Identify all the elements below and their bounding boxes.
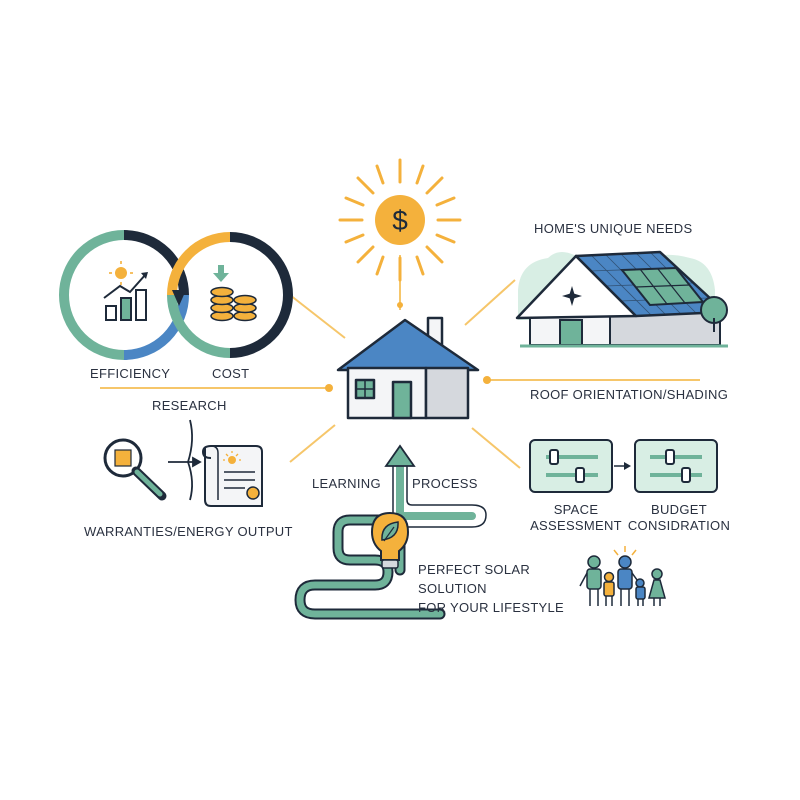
budget-panel (634, 439, 718, 493)
efficiency-cost-rings (59, 230, 293, 360)
magnifier-icon (103, 438, 167, 501)
document-icon (201, 445, 263, 507)
lightbulb-leaf-icon (370, 511, 410, 569)
sun-dollar-icon: $ (338, 158, 462, 282)
cost-ring-right (229, 232, 293, 358)
budget-consideration-label: BUDGET CONSIDRATION (627, 502, 731, 533)
central-house-icon (336, 316, 480, 420)
learning-label: LEARNING (312, 476, 381, 491)
efficiency-ring-right (123, 294, 189, 360)
connector-home-needs (464, 279, 516, 326)
roof-orientation-label: ROOF ORIENTATION/SHADING (530, 387, 729, 402)
slider-arrow (614, 462, 631, 470)
warranties-label: WARRANTIES/ENERGY OUTPUT (84, 524, 293, 539)
cost-ring-top (167, 232, 231, 296)
efficiency-ring-left (59, 230, 125, 360)
cost-label: COST (212, 366, 250, 381)
process-label: PROCESS (412, 476, 478, 491)
research-label: RESEARCH (152, 398, 227, 413)
efficiency-chart-icon (103, 261, 148, 321)
connector-dot-top (397, 302, 403, 308)
efficiency-ring-top (123, 230, 189, 296)
dollar-symbol: $ (392, 205, 408, 236)
space-assessment-panel (529, 439, 613, 493)
connector-space (471, 427, 521, 469)
connector-dot-right (483, 376, 491, 384)
cost-coins-icon (210, 265, 257, 322)
connector-efficiency (289, 294, 346, 339)
ring-arrowhead (172, 290, 186, 306)
homes-needs-label: HOME'S UNIQUE NEEDS (534, 221, 693, 236)
family-icon (579, 546, 666, 606)
space-assessment-label: SPACE ASSESSMENT (530, 502, 622, 533)
cost-ring-left (167, 294, 231, 358)
connector-warranties (289, 424, 336, 463)
connector-lines (100, 255, 700, 469)
roof-solar-panel-house (515, 250, 728, 348)
perfect-solution-label: PERFECT SOLAR SOLUTION FOR YOUR LIFESTYL… (418, 562, 565, 615)
efficiency-label: EFFICIENCY (90, 366, 171, 381)
path-arrowhead (384, 444, 416, 467)
bracket-connector (168, 419, 202, 501)
connector-dot-left (325, 384, 333, 392)
